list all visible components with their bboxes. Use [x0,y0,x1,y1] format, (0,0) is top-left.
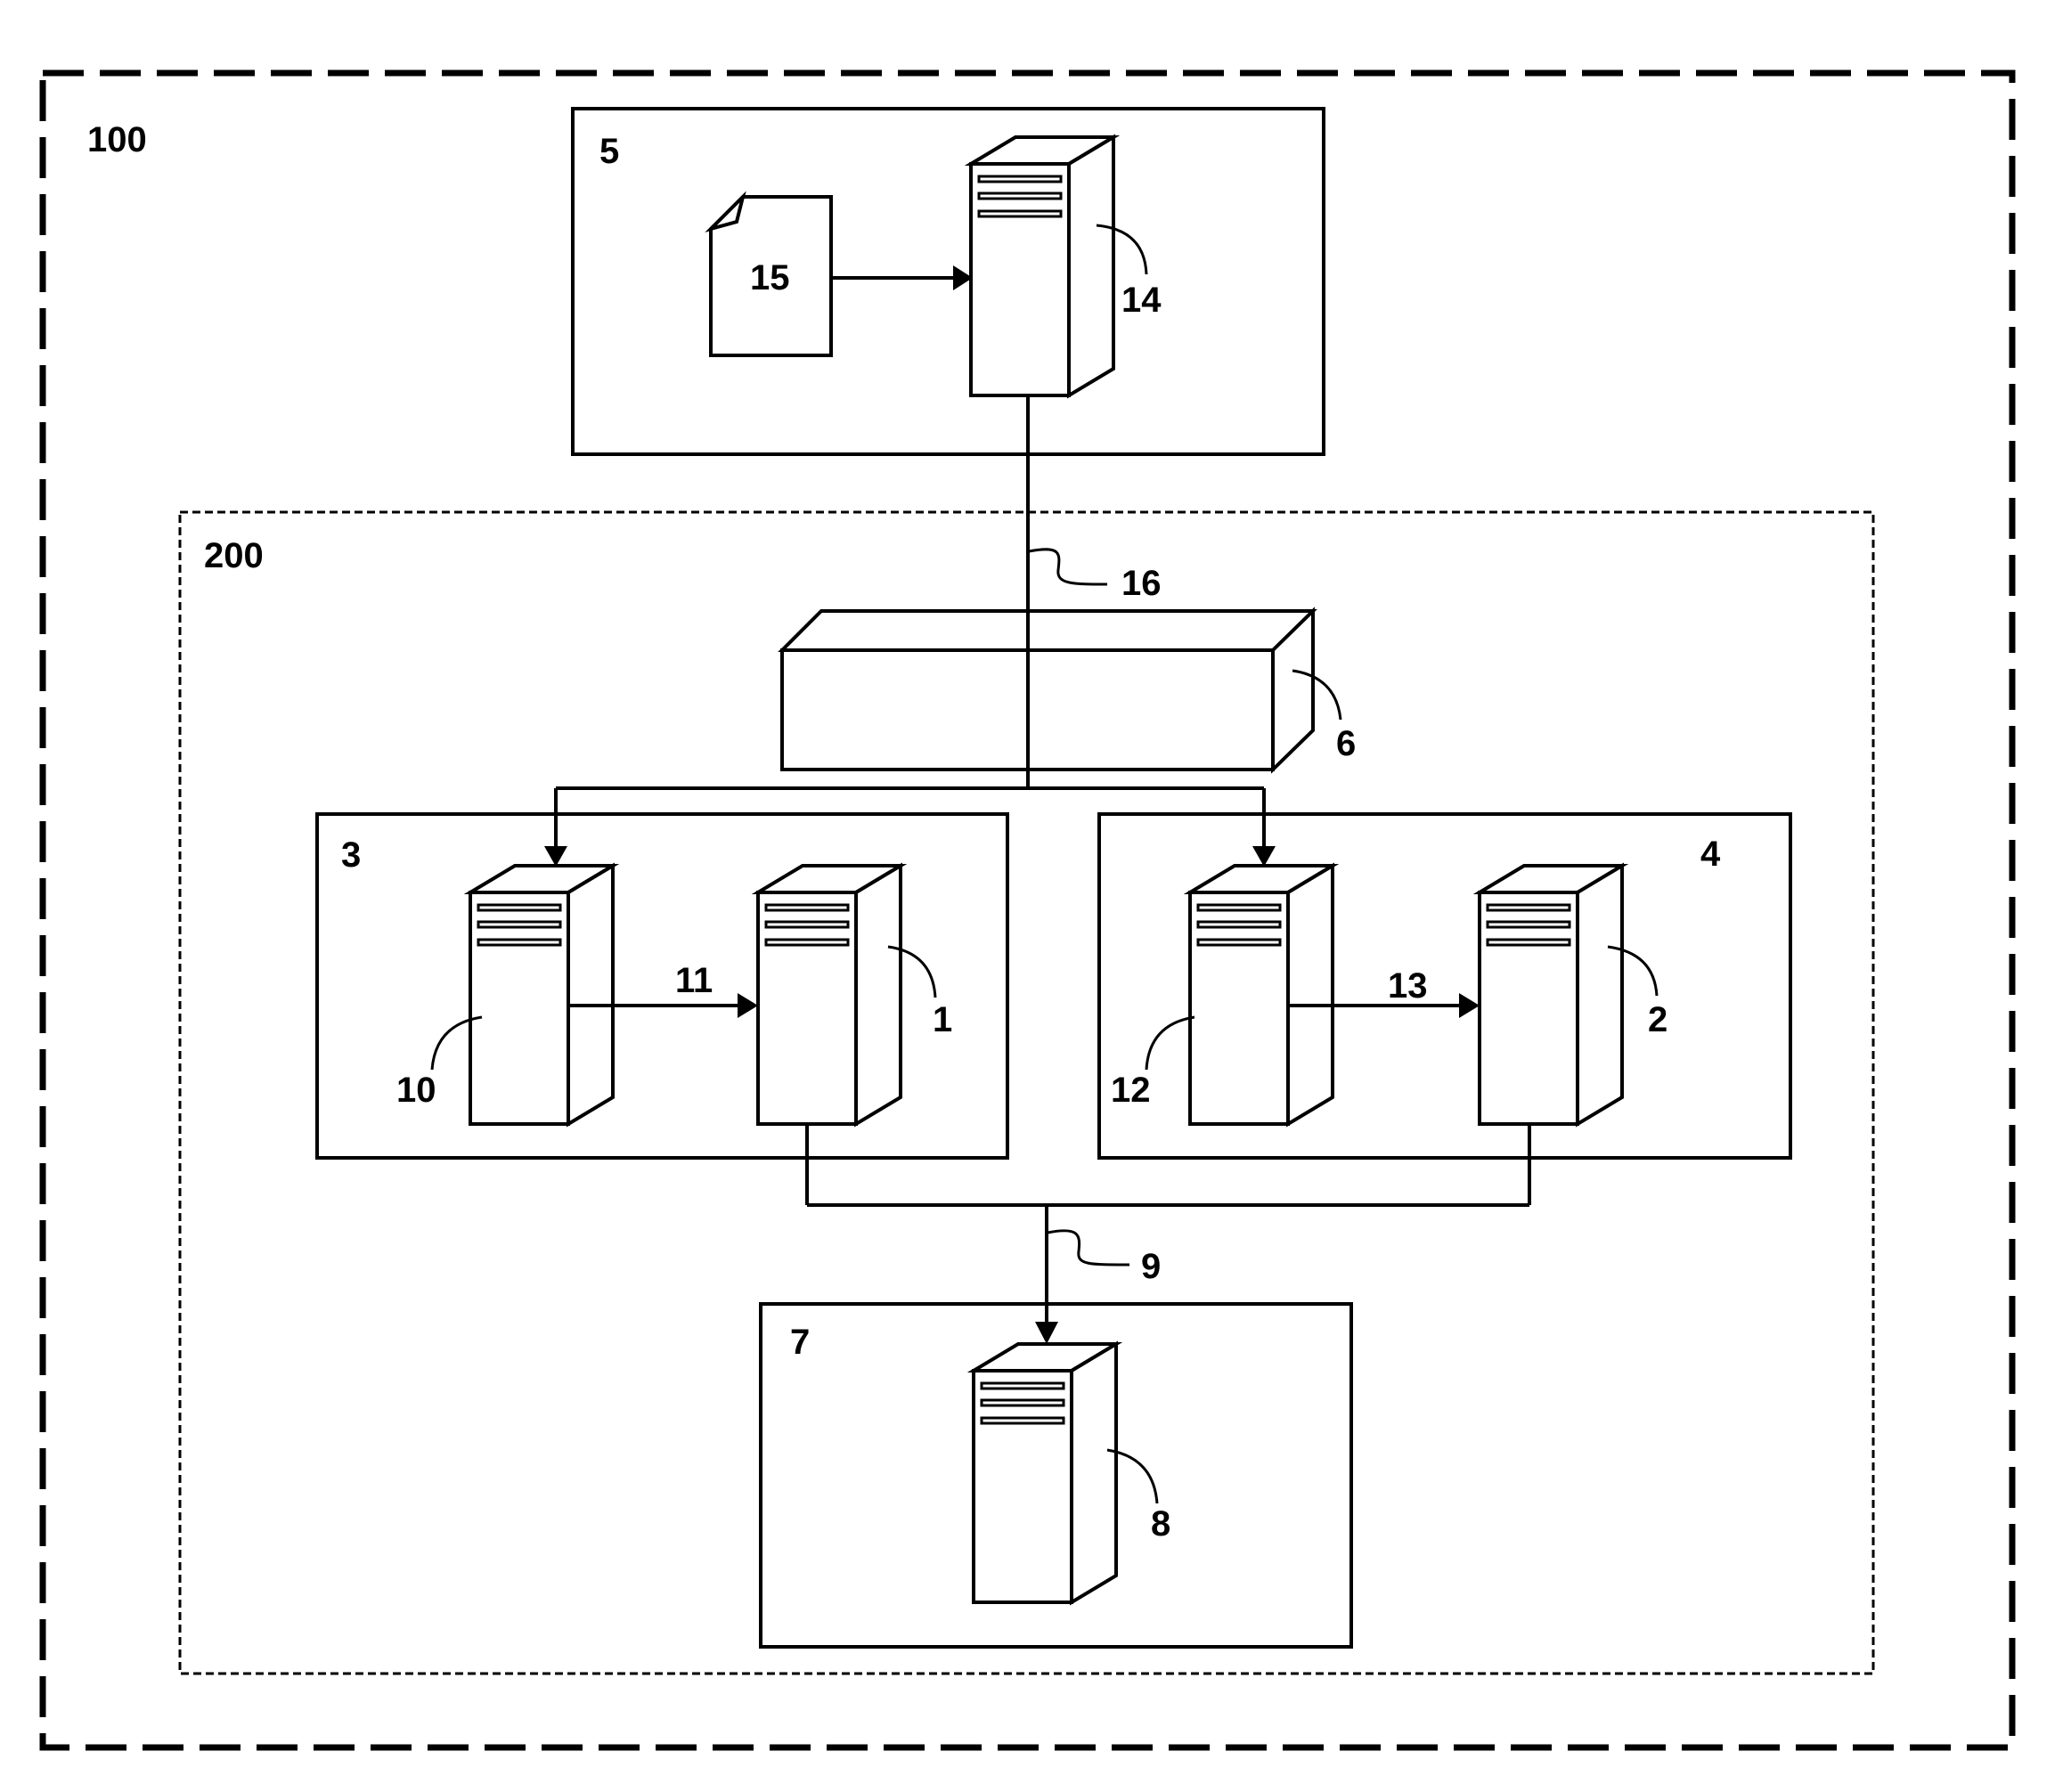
server-2-vent-3 [1486,938,1571,947]
server-14-front [969,162,1071,397]
region-200-label: 200 [204,536,264,575]
link-16-label: 16 [1121,564,1162,603]
server-icon [751,862,908,1128]
arrow-11-label: 11 [675,961,713,1000]
server-8-vent-2 [980,1398,1065,1407]
server-2-label: 2 [1648,1000,1667,1039]
server-12-side [1286,862,1334,1128]
arrow-13-label: 13 [1388,966,1428,1006]
arrow-15-to-14-head [953,265,973,290]
server-2-vent-2 [1486,920,1571,929]
server-1-vent-2 [764,920,850,929]
document-icon [705,191,833,357]
server-icon [966,1340,1123,1606]
block-4 [1097,812,1792,1160]
device-6-label: 6 [1336,724,1356,763]
server-14-vent-2 [977,191,1063,200]
block-3 [315,812,1009,1160]
device-6-top [778,609,1317,652]
server-12-front [1188,891,1290,1126]
server-1-vent-3 [764,938,850,947]
server-8-vent-3 [980,1416,1065,1425]
server-1-label: 1 [933,1000,952,1039]
server-icon [1183,862,1340,1128]
server-1-vent-1 [764,903,850,912]
link-9-label: 9 [1141,1247,1161,1286]
split-to-12-arrowhead [1252,846,1276,867]
block-5 [571,107,1325,456]
server-2-side [1576,862,1624,1128]
link-9-leader [1047,1229,1130,1267]
server-10-front [469,891,570,1126]
server-icon [1472,862,1629,1128]
split-to-10-arrowhead [544,846,567,867]
server-1-leader [887,945,937,998]
server-2-front [1478,891,1579,1126]
server-12-label: 12 [1111,1071,1151,1110]
link-9-arrowhead [1035,1322,1058,1344]
server-12-vent-1 [1196,903,1282,912]
block-7 [759,1302,1353,1649]
server-14-side [1067,134,1115,399]
server-14-label: 14 [1121,281,1162,320]
block-4-label: 4 [1700,835,1721,874]
server-12-vent-2 [1196,920,1282,929]
arrow-11-head [738,993,758,1018]
block-3-label: 3 [341,835,361,875]
server-10-label: 10 [396,1071,436,1110]
server-12-vent-3 [1196,938,1282,947]
server-14-leader [1096,224,1148,275]
document-15-fold [705,191,746,232]
block-7-label: 7 [790,1323,810,1362]
server-10-vent-3 [477,938,562,947]
region-100-label: 100 [87,120,147,159]
server-icon [463,862,620,1128]
server-1-front [756,891,858,1126]
server-2-vent-1 [1486,903,1571,912]
rack-unit-icon [778,607,1317,774]
server-8-label: 8 [1151,1504,1170,1544]
server-8-front [972,1369,1073,1604]
block-5-label: 5 [599,132,619,171]
device-6-leader [1292,669,1342,721]
server-10-vent-1 [477,903,562,912]
region-200-boundary [178,510,1875,1675]
server-10-leader [430,1015,483,1071]
server-12-leader [1145,1015,1195,1071]
arrow-13-head [1459,993,1480,1018]
server-10-side [567,862,615,1128]
link-16-leader [1028,548,1108,586]
server-14-vent-3 [977,209,1063,218]
server-1-side [854,862,902,1128]
document-15-label: 15 [750,258,790,297]
server-2-leader [1607,945,1659,997]
server-8-side [1070,1340,1118,1606]
server-14-vent-1 [977,175,1063,183]
server-icon [964,134,1121,399]
server-8-vent-1 [980,1381,1065,1390]
server-8-leader [1106,1448,1159,1504]
server-10-vent-2 [477,920,562,929]
region-100-boundary [39,69,2016,1751]
